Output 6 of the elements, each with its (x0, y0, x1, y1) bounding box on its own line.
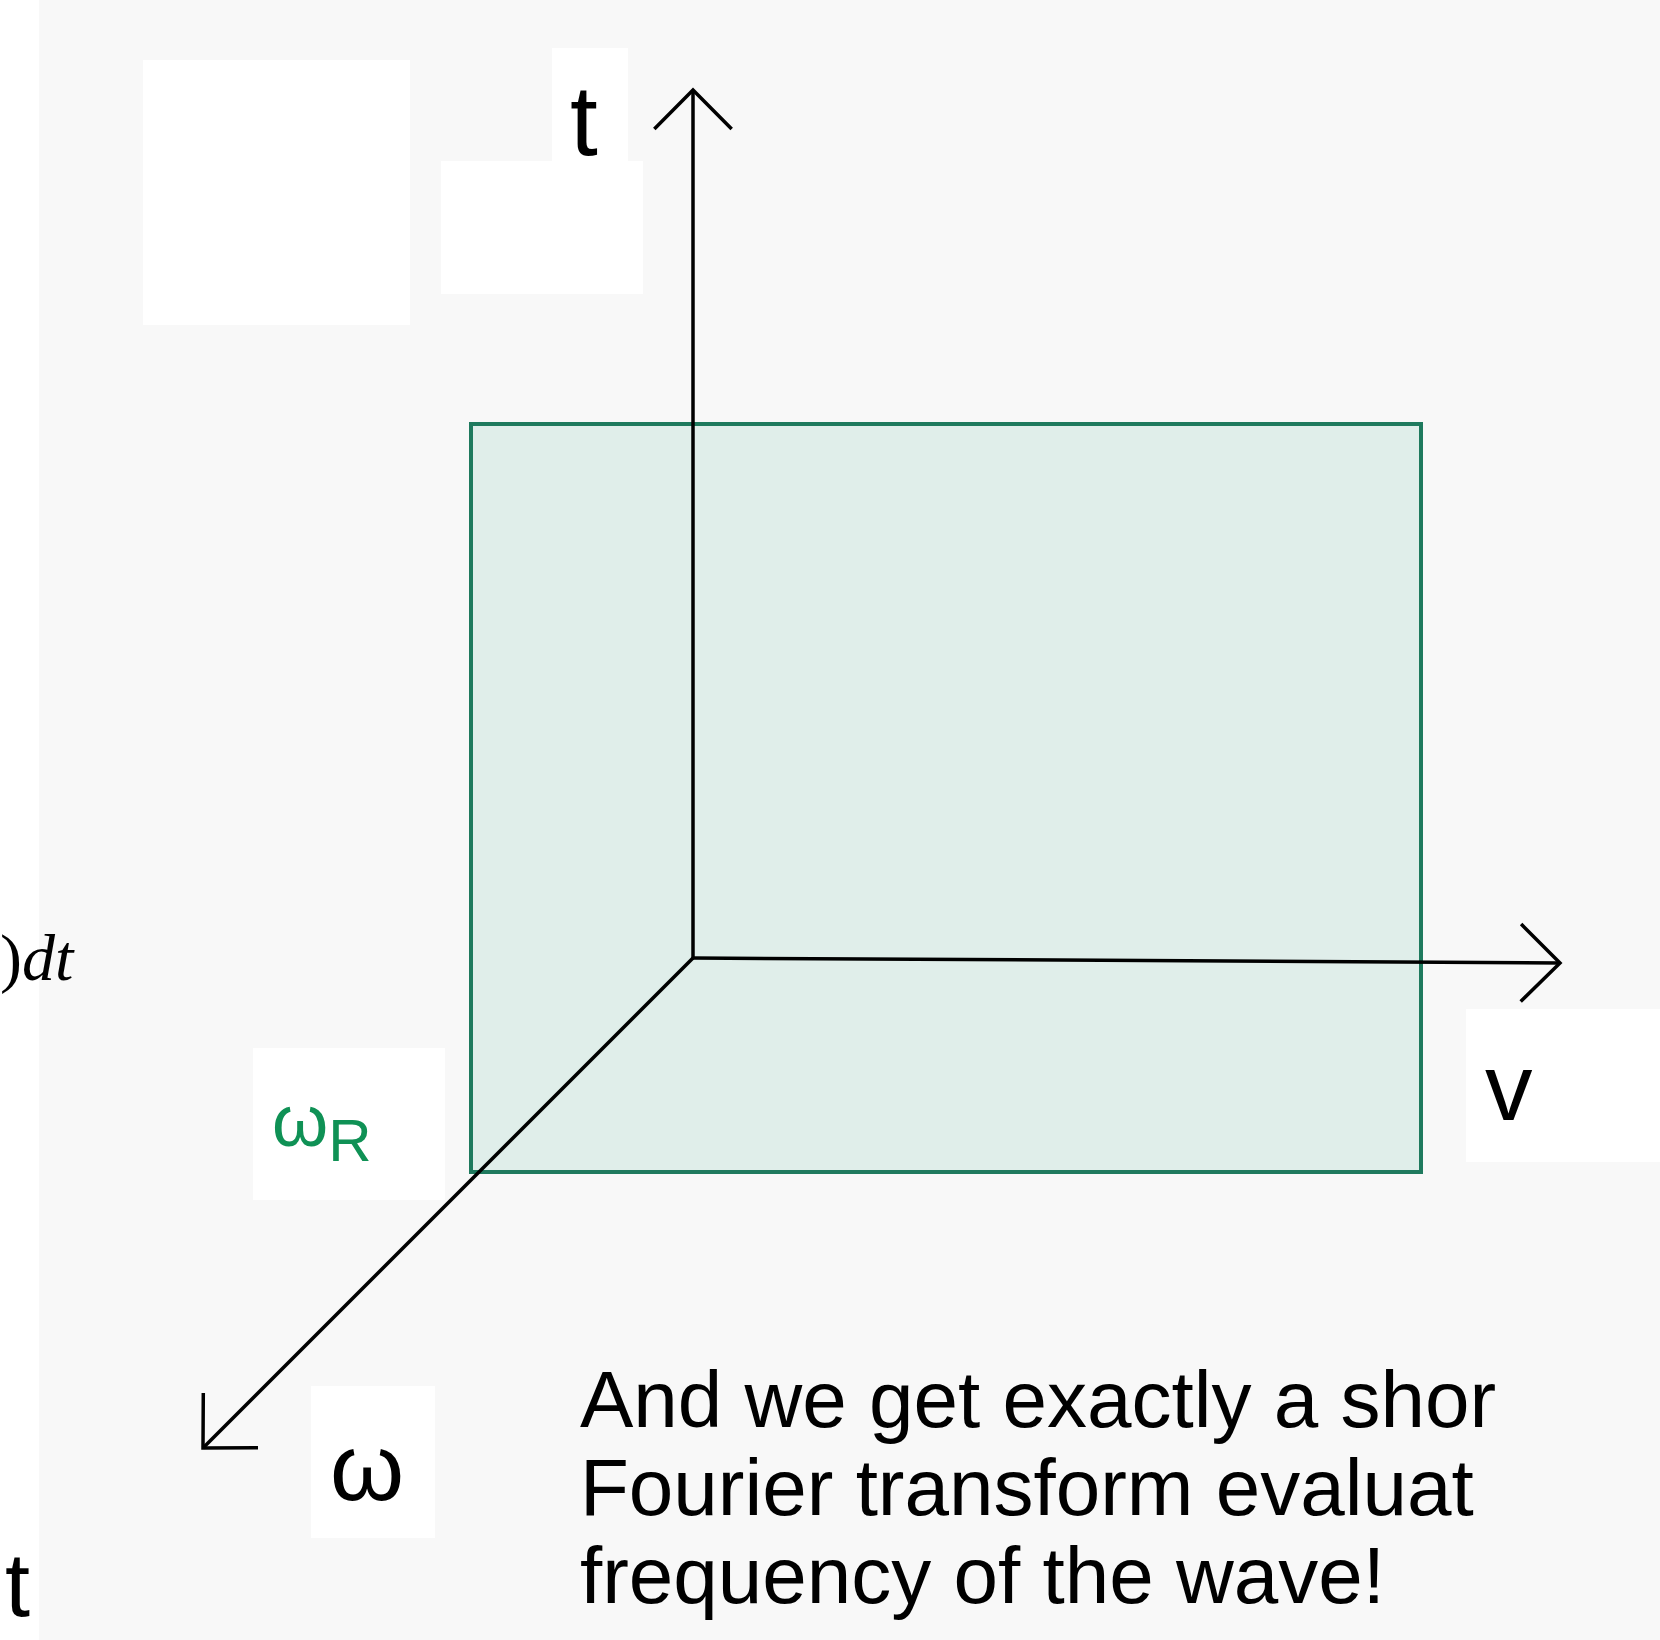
axis-label: t (570, 70, 598, 170)
axis-label: ω (330, 1420, 405, 1515)
caption-text: Fourier transform evaluat (580, 1448, 1474, 1528)
axis-label: ω$_{R}$ (272, 1085, 372, 1172)
axis-label: v (1485, 1040, 1533, 1135)
text-fragment: t (5, 1540, 30, 1630)
